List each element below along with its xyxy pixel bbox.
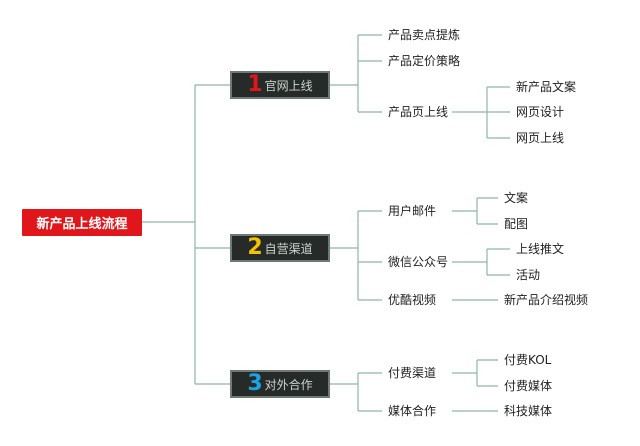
topic-node: 微信公众号 <box>388 255 449 269</box>
branch-number: 1 <box>247 72 263 97</box>
branch-number: 2 <box>247 235 263 260</box>
leaf-node: 新产品介绍视频 <box>504 293 589 307</box>
leaf-node: 网页上线 <box>516 131 565 145</box>
leaf-node: 文案 <box>504 191 529 205</box>
leaf-node: 新产品文案 <box>516 80 577 94</box>
branch-label: 官网上线 <box>264 78 313 93</box>
topic-node: 产品页上线 <box>388 105 449 119</box>
leaf-node: 配图 <box>504 217 529 231</box>
topic-node: 产品定价策略 <box>388 54 461 68</box>
topic-node: 优酷视频 <box>388 293 437 307</box>
leaf-node: 上线推文 <box>516 242 565 256</box>
topic-node: 产品卖点提炼 <box>388 28 461 42</box>
topic-node: 媒体合作 <box>388 404 437 418</box>
leaf-node: 网页设计 <box>516 105 565 119</box>
root-node: 新产品上线流程 <box>22 209 142 236</box>
leaf-node: 活动 <box>516 268 541 282</box>
branch-node-3: 3 对外合作 <box>230 370 330 398</box>
branch-label: 对外合作 <box>264 377 313 392</box>
branch-label: 自营渠道 <box>264 241 313 256</box>
branch-number: 3 <box>247 371 263 396</box>
root-label: 新产品上线流程 <box>36 217 128 232</box>
leaf-node: 付费KOL <box>504 353 552 367</box>
leaf-node: 科技媒体 <box>504 404 553 418</box>
topic-node: 用户邮件 <box>388 204 437 218</box>
topic-node: 付费渠道 <box>388 366 437 380</box>
branch-node-2: 2 自营渠道 <box>230 234 330 262</box>
leaf-node: 付费媒体 <box>504 379 553 393</box>
branch-node-1: 1 官网上线 <box>230 71 330 99</box>
